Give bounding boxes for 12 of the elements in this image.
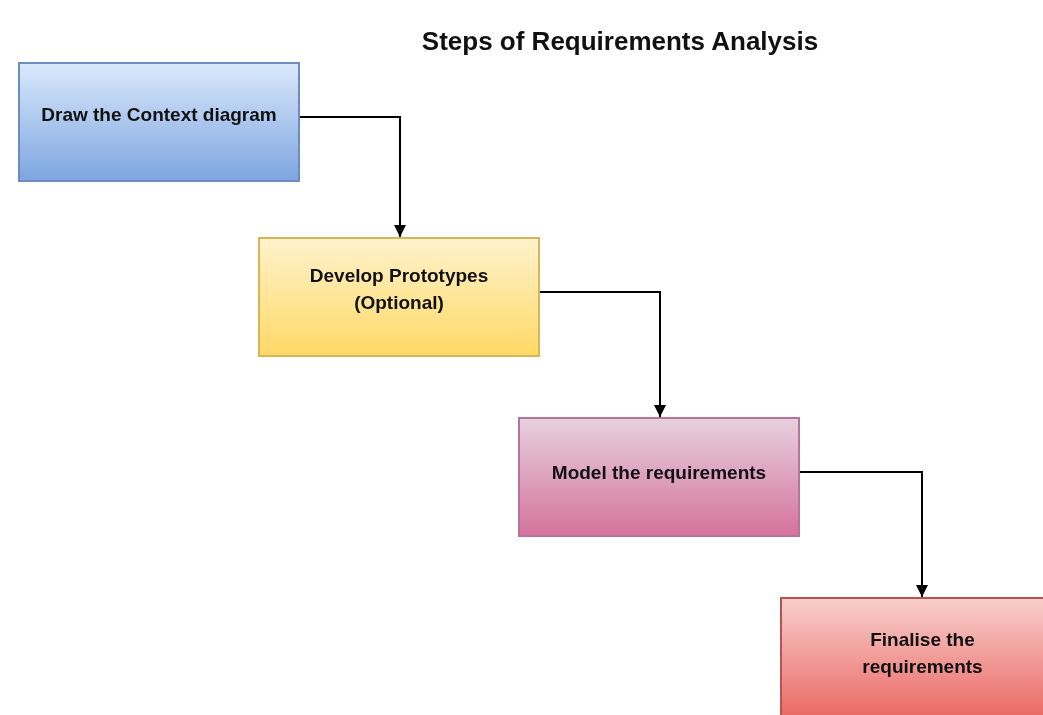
- arrow: [299, 116, 406, 238]
- process-box: [18, 62, 300, 182]
- step-label: Finalise the requirements: [861, 628, 984, 679]
- diagram-title: Steps of Requirements Analysis: [420, 26, 820, 57]
- arrow: [539, 291, 666, 418]
- step-label: Model the requirements: [550, 460, 768, 485]
- arrow: [799, 471, 928, 598]
- process-box: [258, 237, 540, 357]
- process-box: [518, 417, 800, 537]
- step-label: Draw the Context diagram: [40, 102, 278, 127]
- step-label: Develop Prototypes (Optional): [308, 264, 490, 315]
- process-box: [780, 597, 1043, 715]
